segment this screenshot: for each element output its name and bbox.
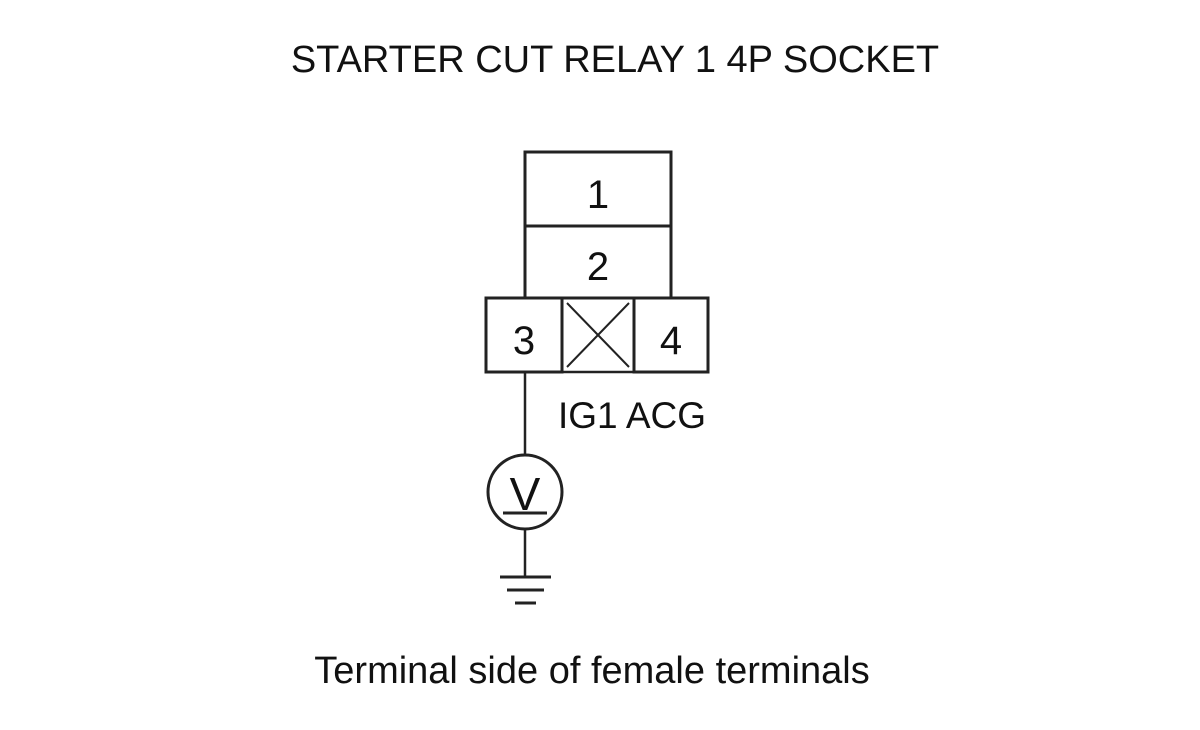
connector-socket: 1 2 3 4 — [484, 150, 710, 374]
terminal-3-label: 3 — [513, 319, 535, 363]
crossed-box-icon — [566, 302, 630, 368]
voltmeter-symbol: V — [510, 468, 541, 520]
diagram-caption: Terminal side of female terminals — [314, 650, 869, 692]
voltmeter-icon: V — [486, 453, 564, 531]
terminal-2-label: 2 — [587, 245, 609, 289]
ground-icon — [500, 575, 551, 605]
terminal-1-label: 1 — [587, 173, 609, 217]
terminal-4-label: 4 — [660, 319, 682, 363]
cavity-4-box — [632, 296, 710, 374]
diagram-title: STARTER CUT RELAY 1 4P SOCKET — [291, 39, 939, 81]
wire-label: IG1 ACG — [558, 395, 706, 436]
